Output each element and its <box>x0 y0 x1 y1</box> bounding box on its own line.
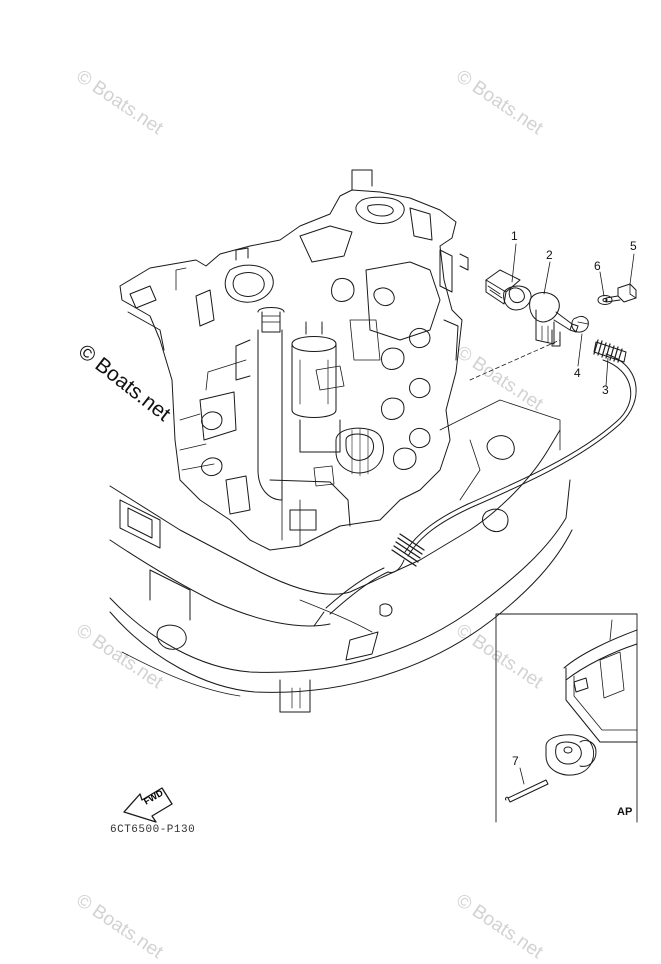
callout-1: 1 <box>511 229 518 243</box>
callout-2: 2 <box>546 248 553 262</box>
callout-5: 5 <box>630 239 637 253</box>
fwd-arrow <box>123 787 173 823</box>
engine-block-drawing <box>119 169 469 551</box>
callout-3: 3 <box>602 383 609 397</box>
engine-line-drawing <box>109 169 638 823</box>
diagram-code: 6CT6500-P130 <box>110 824 196 836</box>
parts-diagram: © Boats.net © Boats.net © Boats.net © Bo… <box>72 66 638 963</box>
bottom-cowling-drawing <box>109 399 573 713</box>
callout-6: 6 <box>594 259 601 273</box>
callout-7: 7 <box>512 754 519 768</box>
cable-drawing <box>313 339 637 627</box>
inset-detail-box <box>495 613 638 823</box>
sender-parts-drawing <box>485 269 637 347</box>
leader-lines <box>511 243 635 785</box>
callout-4: 4 <box>574 366 581 380</box>
inset-label: AP <box>617 806 633 818</box>
